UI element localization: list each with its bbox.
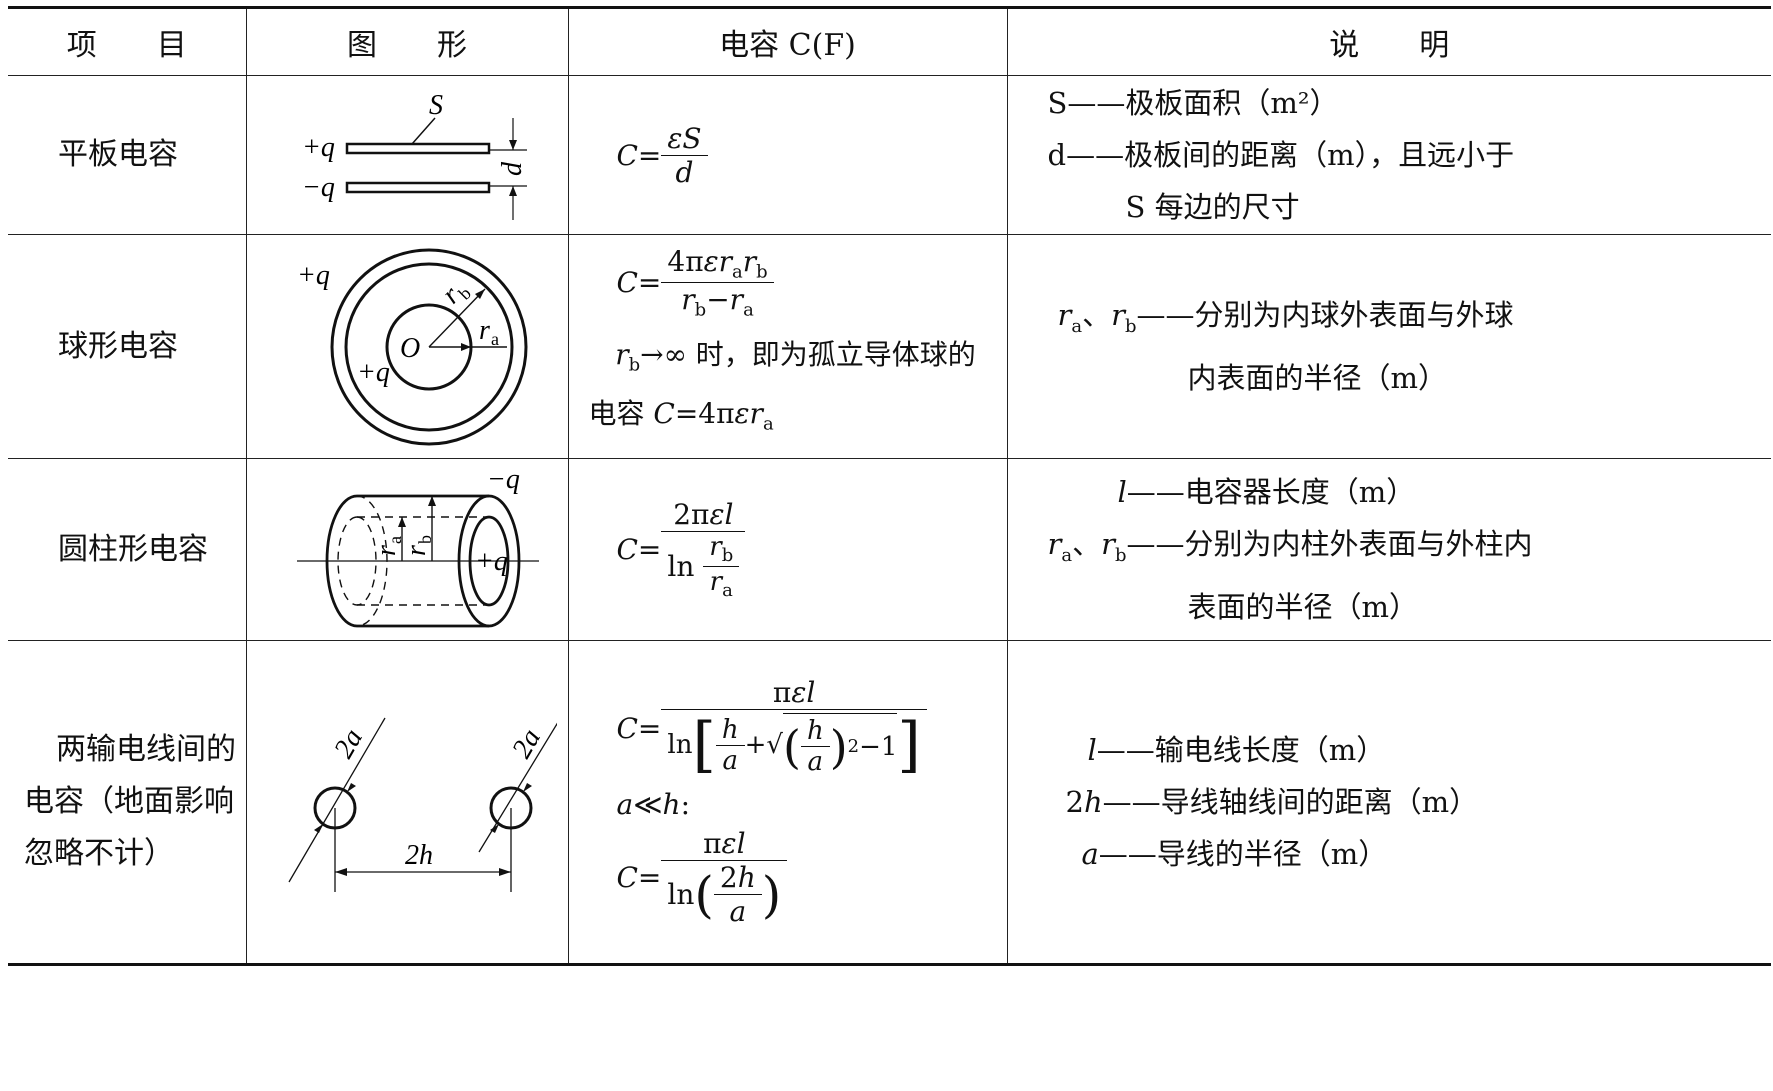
header-item-text: 项目 bbox=[66, 28, 246, 63]
formula-denominator: d bbox=[675, 155, 694, 189]
desc-line: 2h——导线轴线间的距离（m） bbox=[1065, 785, 1479, 819]
formula-spherical: C= 4πεrarb rb−ra rb→∞ 时，即为孤立导体球的电容 C=4πε… bbox=[567, 234, 1008, 459]
desc-line: 内表面的半径（m） bbox=[1187, 361, 1448, 396]
formula-numerator: 2πεl bbox=[661, 498, 746, 532]
desc-cylindrical: l——电容器长度（m） ra、rb——分别为内柱外表面与外柱内 表面的半径（m） bbox=[1006, 458, 1771, 641]
desc-line: S——极板面积（m²） bbox=[1047, 86, 1339, 120]
formula-condition: a≪h: bbox=[616, 788, 691, 821]
row-name-cylindrical: 圆柱形电容 bbox=[8, 458, 247, 641]
header-capacitance: 电容 C(F) bbox=[567, 6, 1008, 76]
label-ra-sub: a bbox=[385, 536, 405, 544]
cylindrical-capacitor-diagram-icon: −q +q r a r b bbox=[297, 464, 539, 628]
figure-cylindrical: −q +q r a r b bbox=[245, 458, 569, 641]
desc-parallel-plate: S——极板面积（m²） d——极板间的距离（m），且远小于 S 每边的尺寸 bbox=[1006, 75, 1771, 235]
label-s: S bbox=[429, 90, 443, 121]
label-ra-sub: a bbox=[491, 329, 499, 349]
label-plus-q-inner: +q bbox=[357, 357, 390, 388]
formula-parallel-plate: C= εS d bbox=[567, 75, 1008, 235]
desc-line: S 每边的尺寸 bbox=[1125, 190, 1300, 224]
header-figure-text: 图形 bbox=[347, 28, 527, 63]
label-rb-sub: b bbox=[415, 535, 435, 544]
formula-denominator: ln rb ra bbox=[661, 532, 745, 601]
label-2a-left: 2a bbox=[328, 724, 369, 764]
desc-line: 表面的半径（m） bbox=[1187, 590, 1419, 625]
formula-fraction: εS d bbox=[661, 122, 708, 189]
desc-line: ra、rb——分别为内球外表面与外球 bbox=[1057, 297, 1514, 337]
table-row: 球形电容 +q +q O r b r bbox=[8, 234, 1771, 459]
header-figure: 图形 bbox=[245, 6, 569, 76]
desc-line: d——极板间的距离（m），且远小于 bbox=[1047, 138, 1515, 172]
label-2h: 2h bbox=[405, 840, 433, 871]
header-description-text: 说明 bbox=[1329, 28, 1510, 63]
row-name-parallel-plate: 平板电容 bbox=[8, 75, 247, 235]
table-header-row: 项目 图形 电容 C(F) 说明 bbox=[8, 6, 1771, 76]
label-ra: r bbox=[479, 315, 490, 346]
formula-denominator: rb−ra bbox=[681, 283, 754, 321]
figure-spherical: +q +q O r b r a bbox=[245, 234, 569, 459]
figure-transmission-lines: 2a 2a 2h bbox=[245, 640, 569, 966]
label-rb: r bbox=[401, 545, 432, 556]
label-minus-q: −q bbox=[487, 464, 520, 495]
desc-line: a——导线的半径（m） bbox=[1081, 837, 1388, 871]
label-plus-q-outer: +q bbox=[297, 260, 330, 291]
formula-numerator-2: πεl bbox=[661, 827, 788, 861]
header-description: 说明 bbox=[1006, 6, 1771, 76]
desc-transmission-lines: l——输电线长度（m） 2h——导线轴线间的距离（m） a——导线的半径（m） bbox=[1006, 640, 1771, 966]
formula-fraction: 2πεl ln rb ra bbox=[661, 498, 746, 601]
name-line: 忽略不计） bbox=[24, 836, 174, 871]
formula-fraction: 4πεrarb rb−ra bbox=[661, 245, 774, 321]
formula-numerator: 4πεrarb bbox=[661, 245, 774, 284]
formula-note: rb→∞ 时，即为孤立导体球的电容 C=4πεra bbox=[588, 338, 976, 435]
formula-numerator: εS bbox=[661, 122, 708, 156]
capacitance-table: 项目 图形 电容 C(F) 说明 平板电容 S bbox=[8, 6, 1771, 966]
figure-parallel-plate: S +q −q d bbox=[245, 75, 569, 235]
parallel-plate-diagram-icon: S +q −q d bbox=[302, 90, 528, 220]
label-2a-right: 2a bbox=[506, 724, 547, 764]
desc-line: l——电容器长度（m） bbox=[1117, 474, 1416, 509]
label-plus-q: +q bbox=[475, 546, 508, 577]
table-row: 平板电容 S +q −q d bbox=[8, 75, 1771, 235]
label-minus-q: −q bbox=[302, 172, 335, 203]
spherical-capacitor-diagram-icon: +q +q O r b r a bbox=[297, 248, 528, 446]
formula-lhs: C= bbox=[616, 138, 662, 172]
row-name-transmission-lines: 两输电线间的 电容（地面影响 忽略不计） bbox=[8, 640, 247, 966]
row-name-spherical: 球形电容 bbox=[8, 234, 247, 459]
desc-spherical: ra、rb——分别为内球外表面与外球 内表面的半径（m） bbox=[1006, 234, 1771, 459]
transmission-lines-diagram-icon: 2a 2a 2h bbox=[288, 717, 557, 892]
label-plus-q: +q bbox=[302, 132, 335, 163]
desc-line: ra、rb——分别为内柱外表面与外柱内 bbox=[1047, 526, 1533, 566]
formula-numerator: πεl bbox=[661, 676, 927, 710]
formula-cylindrical: C= 2πεl ln rb ra bbox=[567, 458, 1008, 641]
name-line: 两输电线间的 bbox=[56, 732, 236, 767]
table-row: 两输电线间的 电容（地面影响 忽略不计） bbox=[8, 640, 1771, 966]
table-row: 圆柱形电容 bbox=[8, 458, 1771, 641]
name-line: 电容（地面影响 bbox=[24, 784, 234, 819]
label-d: d bbox=[497, 161, 528, 176]
header-item: 项目 bbox=[8, 6, 247, 76]
label-ra: r bbox=[371, 545, 402, 556]
label-o: O bbox=[400, 333, 420, 364]
desc-line: l——输电线长度（m） bbox=[1087, 733, 1386, 767]
header-capacitance-text: 电容 C(F) bbox=[719, 28, 856, 63]
